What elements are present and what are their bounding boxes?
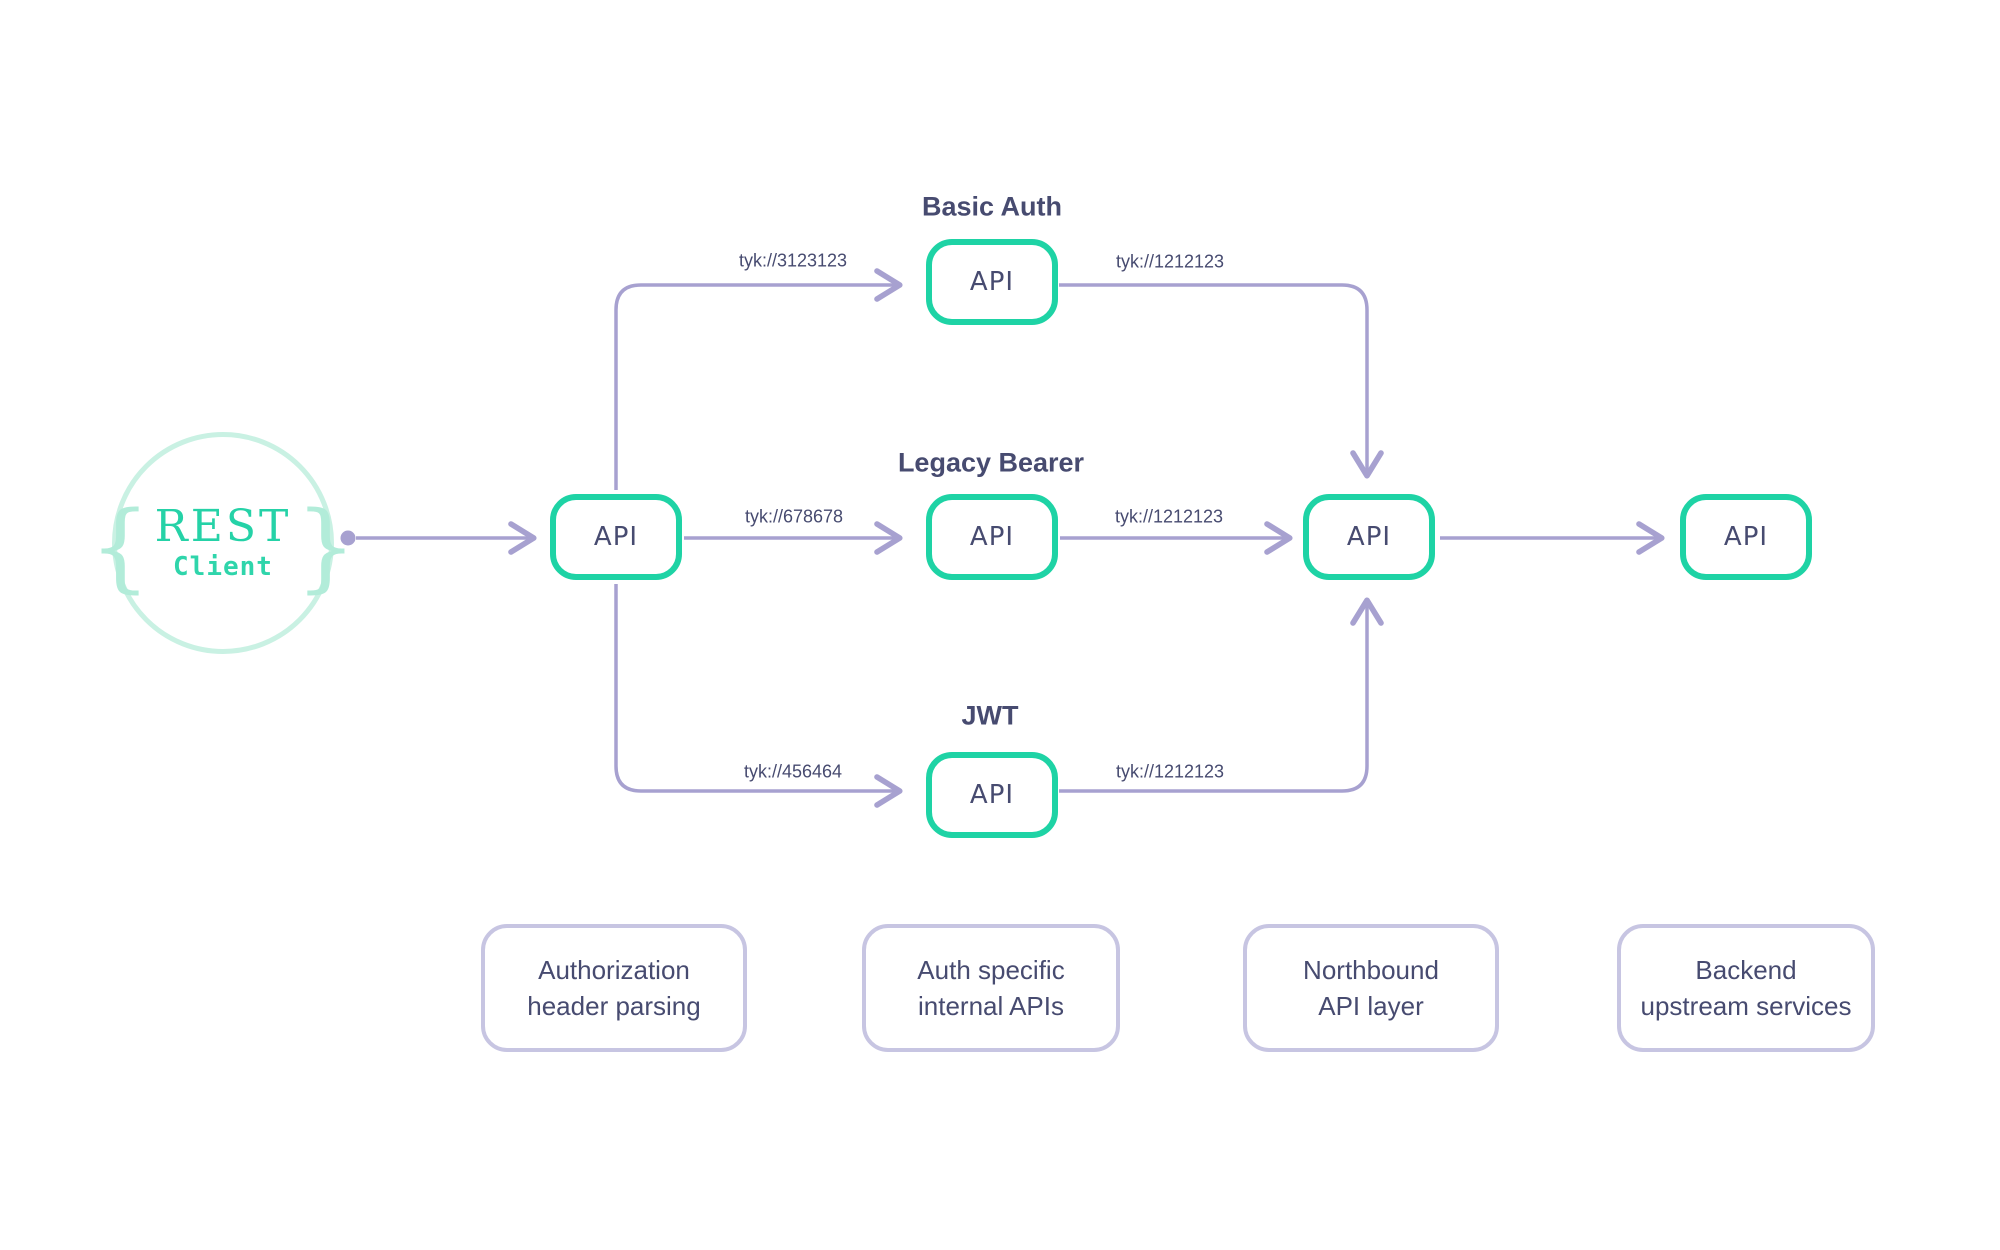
note-line: internal APIs (918, 991, 1064, 1021)
node-legacy-bearer-api-label: API (969, 522, 1015, 552)
node-backend-api: API (1680, 494, 1812, 580)
node-jwt-api: API (926, 752, 1058, 838)
note-line: Authorization (538, 955, 690, 985)
node-northbound-api: API (1303, 494, 1435, 580)
brace-right: } (295, 491, 357, 603)
edge-label-legacy-bearer-to-northbound: tyk://1212123 (1114, 506, 1224, 527)
node-jwt-api-label: API (969, 780, 1015, 810)
node-gateway-api-label: API (593, 522, 639, 552)
node-gateway-api: API (550, 494, 682, 580)
note-line: header parsing (527, 991, 701, 1021)
note-line: Backend (1695, 955, 1797, 985)
note-authorization-header-parsing: Authorization header parsing (481, 924, 747, 1052)
edge-label-jwt-to-northbound: tyk://1212123 (1115, 761, 1225, 782)
edge-label-basic-auth-to-northbound: tyk://1212123 (1115, 251, 1225, 272)
note-backend-upstream-services: Backend upstream services (1617, 924, 1875, 1052)
heading-basic-auth: Basic Auth (921, 191, 1063, 222)
node-basic-auth-api-label: API (969, 267, 1015, 297)
note-line: upstream services (1640, 991, 1852, 1021)
edge-gateway-to-jwt (614, 584, 903, 808)
edge-label-gateway-to-jwt: tyk://456464 (743, 761, 843, 782)
node-legacy-bearer-api: API (926, 494, 1058, 580)
edge-label-gateway-to-basic-auth: tyk://3123123 (738, 250, 848, 271)
edge-start-dot (340, 530, 356, 546)
node-northbound-api-label: API (1346, 522, 1392, 552)
note-northbound-api-layer: Northbound API layer (1243, 924, 1499, 1052)
edge-label-gateway-to-legacy-bearer: tyk://678678 (744, 506, 844, 527)
note-line: Northbound (1303, 955, 1439, 985)
edge-gateway-to-basic-auth (614, 268, 903, 490)
node-basic-auth-api: API (926, 239, 1058, 325)
heading-legacy-bearer: Legacy Bearer (897, 447, 1085, 478)
heading-jwt: JWT (961, 700, 1019, 731)
note-line: Auth specific (917, 955, 1065, 985)
node-backend-api-label: API (1723, 522, 1769, 552)
rest-client-text: REST Client (154, 500, 292, 582)
note-auth-specific-internal-apis: Auth specific internal APIs (862, 924, 1120, 1052)
note-line: API layer (1318, 991, 1424, 1021)
edge-basic-auth-to-northbound (1059, 283, 1384, 479)
rest-client-subtitle: Client (173, 551, 273, 582)
rest-client: { REST Client } (90, 432, 356, 654)
rest-client-title: REST (154, 500, 292, 552)
brace-left: { (89, 491, 151, 603)
edge-jwt-to-northbound (1059, 597, 1384, 793)
